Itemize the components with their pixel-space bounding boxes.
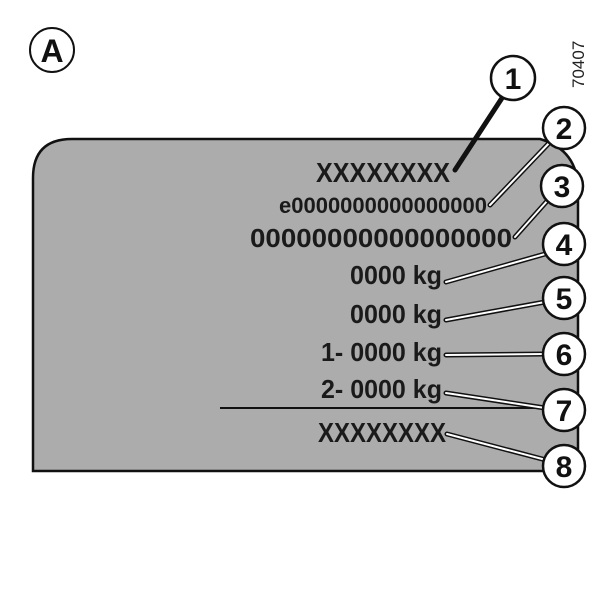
leader-lines (443, 95, 555, 463)
callout-7: 7 (541, 387, 587, 433)
svg-text:7: 7 (556, 395, 573, 428)
plate-line-2: e0000000000000000 (279, 193, 487, 218)
figure-label-badge: A (29, 27, 75, 73)
callout-1: 1 (489, 54, 537, 102)
callout-2: 2 (541, 105, 587, 151)
plate-line-5: 0000 kg (350, 299, 442, 329)
figure-label: A (40, 33, 63, 69)
callout-4: 4 (541, 221, 587, 267)
plate-line-6: 1- 0000 kg (321, 337, 442, 367)
identification-plate (31, 137, 580, 473)
plate-line-8: XXXXXXXX (318, 417, 446, 448)
callout-3: 3 (539, 163, 585, 209)
plate-line-7: 2- 0000 kg (321, 374, 442, 404)
svg-text:5: 5 (556, 283, 573, 316)
svg-text:3: 3 (554, 171, 571, 204)
callout-8: 8 (541, 443, 587, 489)
callout-6: 6 (541, 331, 587, 377)
reference-code: 70407 (569, 41, 588, 88)
svg-text:8: 8 (556, 451, 573, 484)
svg-text:2: 2 (556, 113, 573, 146)
svg-text:1: 1 (505, 63, 522, 96)
svg-text:6: 6 (556, 339, 573, 372)
svg-text:4: 4 (556, 229, 573, 262)
plate-line-1: XXXXXXXX (316, 157, 450, 188)
callout-5: 5 (541, 275, 587, 321)
plate-line-4: 0000 kg (350, 260, 442, 290)
plate-line-3: 00000000000000000 (250, 223, 512, 253)
